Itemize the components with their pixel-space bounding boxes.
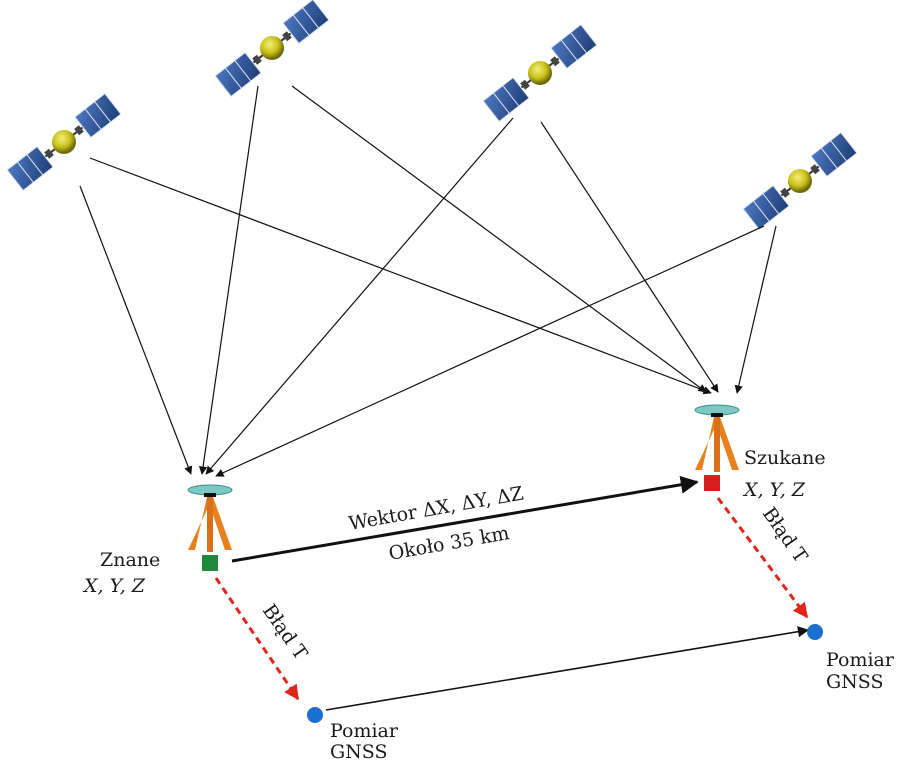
gnss-point-left [307, 707, 323, 723]
signal-ray [205, 117, 514, 475]
known-point-label: Znane [100, 549, 160, 571]
signal-ray [291, 85, 707, 393]
signal-ray [198, 85, 259, 475]
error-label-right: Błąd T [758, 503, 812, 567]
error-label-left: Błąd T [258, 600, 312, 664]
signal-ray [215, 225, 765, 477]
error-arrow-left [214, 577, 300, 701]
signal-rays [79, 85, 777, 477]
signal-ray [540, 121, 719, 393]
sought-point-label: Szukane [744, 447, 826, 469]
satellite-icon [742, 131, 858, 231]
gnss-label-left-line2: GNSS [330, 741, 388, 762]
distance-label: Około 35 km [387, 522, 511, 565]
gnss-label-right-line1: Pomiar [826, 649, 895, 671]
signal-ray [734, 225, 777, 394]
error-arrow-right [716, 497, 809, 619]
gnss-point-right [807, 624, 823, 640]
gnss-label-right-line2: GNSS [826, 671, 884, 693]
known-point-marker [202, 555, 218, 571]
receiver-tripod-icon [694, 404, 740, 473]
satellite-icon [482, 23, 598, 123]
satellite-icon [214, 0, 330, 98]
signal-ray [89, 157, 712, 395]
baseline-vector-arrow [231, 475, 699, 563]
sought-point-marker [704, 475, 720, 491]
sought-point-coords: X, Y, Z [742, 479, 806, 501]
satellite-icon [6, 92, 122, 192]
receiver-tripod-icon [187, 484, 233, 553]
signal-ray [79, 185, 193, 475]
known-point-coords: X, Y, Z [82, 575, 146, 597]
gnss-label-left-line1: Pomiar [330, 720, 399, 742]
measurement-vector-arrow [325, 626, 810, 711]
